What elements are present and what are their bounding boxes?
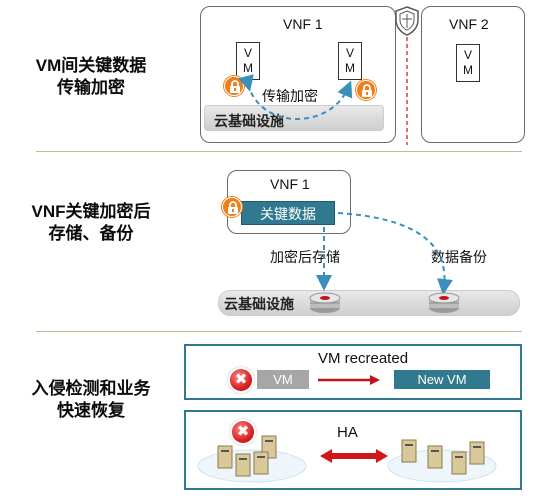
database-disk-icon bbox=[428, 292, 460, 313]
cloud-infrastructure-bar bbox=[218, 290, 520, 316]
section-divider bbox=[36, 331, 522, 332]
firewall-divider-line bbox=[406, 30, 408, 145]
vm-letter: V bbox=[243, 46, 252, 60]
vm-letter: M bbox=[243, 61, 253, 75]
server-cluster-right bbox=[387, 439, 497, 483]
old-vm-block: VM bbox=[257, 370, 309, 389]
vm-letter: V bbox=[345, 46, 354, 60]
section-title-line: VM间关键数据 bbox=[35, 56, 147, 75]
lock-icon bbox=[222, 197, 242, 217]
vm-letter: M bbox=[463, 63, 473, 77]
section-title-line: 传输加密 bbox=[57, 78, 125, 97]
section-title-transfer-encryption: VM间关键数据 传输加密 bbox=[6, 55, 176, 99]
section-title-encrypted-storage: VNF关键加密后 存储、备份 bbox=[6, 201, 176, 245]
server-icon bbox=[401, 439, 417, 463]
cloud-infrastructure-label: 云基础设施 bbox=[214, 113, 284, 129]
encrypted-storage-label: 加密后存储 bbox=[270, 249, 340, 265]
vnf1-storage-label: VNF 1 bbox=[270, 176, 310, 192]
vm-recreated-label: VM recreated bbox=[318, 350, 409, 367]
section-title-intrusion-recovery: 入侵检测和业务 快速恢复 bbox=[6, 378, 176, 422]
vm-letter: V bbox=[463, 48, 472, 62]
lock-icon bbox=[356, 80, 376, 100]
server-icon bbox=[253, 451, 269, 475]
section-title-line: VNF关键加密后 bbox=[31, 202, 151, 221]
vnf1-label: VNF 1 bbox=[283, 16, 323, 32]
section-title-line: 存储、备份 bbox=[48, 224, 134, 243]
vm-letter: M bbox=[345, 61, 355, 75]
server-icon bbox=[451, 451, 467, 475]
section-divider bbox=[36, 151, 522, 152]
key-data-block: 关键数据 bbox=[241, 201, 335, 225]
arrow-icon bbox=[318, 375, 380, 385]
server-icon bbox=[217, 445, 233, 469]
server-icon bbox=[235, 453, 251, 477]
cloud-infrastructure-bar bbox=[204, 105, 384, 131]
cloud-infrastructure-label: 云基础设施 bbox=[224, 296, 294, 312]
server-icon bbox=[469, 441, 485, 465]
storage-backup-arrows bbox=[316, 212, 453, 295]
section-title-line: 入侵检测和业务 bbox=[31, 379, 151, 398]
error-icon: ✖ bbox=[230, 369, 252, 391]
server-icon bbox=[427, 445, 443, 469]
ha-label: HA bbox=[337, 424, 358, 441]
error-icon: ✖ bbox=[232, 421, 254, 443]
vnf2-label: VNF 2 bbox=[449, 16, 489, 32]
database-disk-icon bbox=[309, 292, 341, 313]
ha-bidirectional-arrow-icon bbox=[320, 449, 388, 463]
transfer-arc-arrow bbox=[238, 74, 353, 120]
data-backup-label: 数据备份 bbox=[431, 249, 487, 265]
section-title-line: 快速恢复 bbox=[57, 401, 125, 420]
firewall-shield-icon bbox=[395, 6, 419, 36]
server-cluster-left bbox=[197, 435, 307, 483]
new-vm-block: New VM bbox=[394, 370, 490, 389]
vm-box-vnf2: V M bbox=[456, 44, 480, 82]
